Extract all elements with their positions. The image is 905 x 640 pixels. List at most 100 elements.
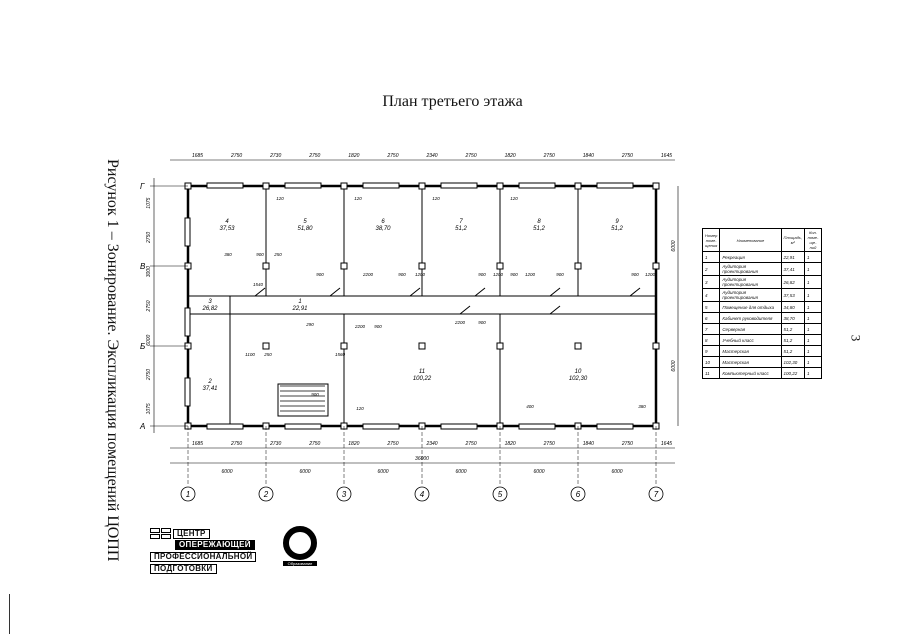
room-area: 22,91 [291,306,307,312]
inner-dimension: 900 [256,252,264,257]
axis-dimension: 6000 [533,469,544,475]
table-cell: 1 [804,301,822,313]
column [262,262,270,270]
axis-label: Б [140,342,145,351]
table-cell: Компьютерный класс [719,367,782,379]
ring-icon [283,526,317,560]
inner-dimension: 900 [478,320,486,325]
top-dimension: 1820 [505,153,516,159]
window [596,423,634,430]
top-dimension: 2750 [230,153,242,159]
inner-dimension: 1200 [645,272,656,277]
bottom-dimension: 2340 [425,441,437,447]
window [184,307,191,337]
table-cell: 1 [804,251,822,263]
figure-caption: Рисунок 1 – Зонирование. Экспликация пом… [104,159,121,562]
room-number: 8 [537,219,541,225]
ring-label: Образование [283,561,317,566]
table-cell: Аудитория проектирования [719,288,782,302]
bottom-dimension: 1685 [192,441,203,447]
table-cell: 100,22 [780,367,806,379]
table-cell: 102,30 [780,356,806,368]
inner-dimension: 900 [478,272,486,277]
logo-line-4: ПОДГОТОВКИ [150,563,217,574]
table-cell: 26,82 [780,275,806,289]
column [574,342,582,350]
inner-dimension: 400 [526,404,534,409]
room-area: 51,2 [611,226,623,232]
axis-dimension: 6000 [299,469,310,475]
table-cell: Рекреация [719,251,782,263]
axis-dimension: 6000 [221,469,232,475]
page-title: План третьего этажа [382,93,523,110]
table-cell: 1 [804,288,822,302]
table-cell: 51,2 [780,323,806,335]
column [340,342,348,350]
column [340,262,348,270]
axis-label: 2 [263,490,269,499]
window [284,182,322,189]
bottom-dimension: 2750 [465,441,477,447]
inner-dimension: 120 [432,196,440,201]
inner-dimension: 1200 [493,272,504,277]
table-cell: 9 [701,345,721,357]
column [262,342,270,350]
column [496,342,504,350]
door [474,287,486,297]
left-dimension: 2750 [146,232,152,244]
table-cell: 1 [804,323,822,335]
axis-label: 1 [186,490,190,499]
table-cell: Мастерская [719,356,782,368]
room-number: 7 [459,219,463,225]
window [362,182,400,189]
inner-dimension: 900 [556,272,564,277]
room-number: 3 [208,299,212,305]
table-cell: 1 [804,334,822,346]
table-cell: 10 [701,356,721,368]
axis-bubble [570,486,586,502]
column [496,262,504,270]
table-cell: 1 [804,367,822,379]
table-cell: Аудитория проектирования [719,275,782,289]
table-cell: 38,70 [780,312,806,324]
axis-label: 4 [420,490,425,499]
bottom-dimension: 2750 [386,441,398,447]
copp-logo: ЦЕНТР ОПЕРЕЖАЮЩЕЙ ПРОФЕССИОНАЛЬНОЙ ПОДГО… [150,528,257,575]
top-dimension: 2750 [465,153,477,159]
room-number: 1 [298,299,301,305]
bottom-dimension: 2750 [543,441,555,447]
column [652,182,660,190]
axis-label: В [140,262,146,271]
top-dimension: 2750 [386,153,398,159]
table-cell: 2 [701,262,721,276]
inner-dimension: 380 [224,252,232,257]
bottom-dimension: 2750 [308,441,320,447]
table-cell: 1 [804,262,822,276]
table-cell: 51,2 [780,334,806,346]
column [340,182,348,190]
table-cell: 6 [701,312,721,324]
margin-line [9,594,10,634]
axis-label: 6 [576,490,581,499]
left-dimension: 2750 [146,300,152,312]
column [418,262,426,270]
table-cell: Серверная [719,323,782,335]
top-dimension: 2730 [269,153,281,159]
inner-dimension: 2200 [454,320,466,325]
door [629,287,641,297]
top-dimension: 1645 [661,153,672,159]
window [440,423,478,430]
room-number: 5 [303,219,307,225]
column [262,182,270,190]
column [496,182,504,190]
page-number: 3 [848,334,864,342]
column [418,342,426,350]
right-dimension: 6000 [671,240,677,251]
